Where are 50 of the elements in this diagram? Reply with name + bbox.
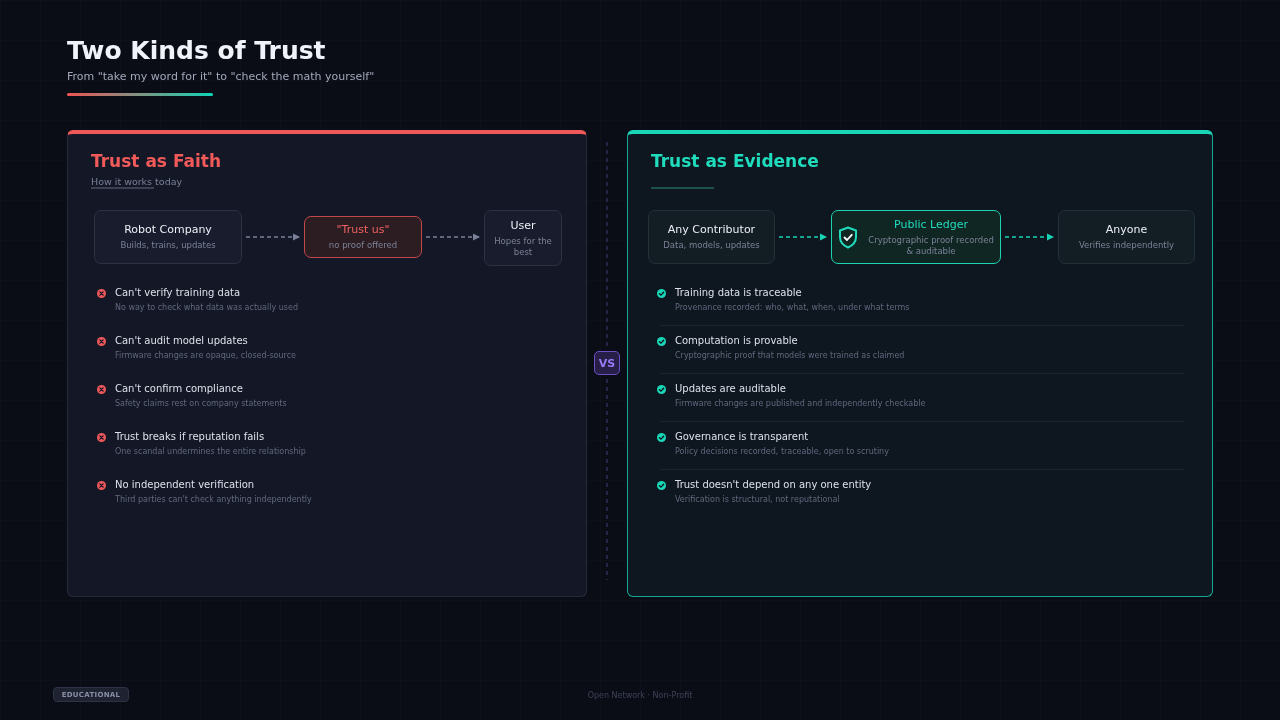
item-description: No way to check what data was actually used <box>115 303 298 312</box>
item-title: Can't confirm compliance <box>115 383 243 394</box>
dashed-arrow <box>1004 233 1055 241</box>
item-title: Computation is provable <box>675 335 798 346</box>
item-description: Firmware changes are opaque, closed-source <box>115 351 296 360</box>
item-title: No independent verification <box>115 479 255 490</box>
node-description: Verifies independently <box>1078 240 1175 251</box>
item-description: One scandal undermines the entire relationship <box>115 447 306 456</box>
dashed-arrow <box>778 233 828 241</box>
node-description: Hopes for the best <box>493 235 553 258</box>
item-description: Policy decisions recorded, traceable, open to scrutiny <box>675 447 889 456</box>
panel-title: Trust as Faith <box>91 151 222 171</box>
item-description: Firmware changes are published and independently checkable <box>675 399 926 408</box>
slide-subtitle: From "take my word for it" to "check the math yourself" <box>67 70 375 83</box>
comparison-panel <box>627 130 1213 597</box>
process-box <box>1058 210 1195 264</box>
item-description: Provenance recorded: who, what, when, under what terms <box>675 303 910 312</box>
item-title: Updates are auditable <box>675 383 786 394</box>
process-box <box>484 210 562 266</box>
node-title: Any Contributor <box>667 223 756 237</box>
node-description: Builds, trains, updates <box>120 240 216 251</box>
item-description: Third parties can't check anything independently <box>115 495 312 504</box>
item-title: Trust breaks if reputation fails <box>115 431 265 442</box>
process-box <box>94 210 242 264</box>
process-box <box>831 210 1001 264</box>
item-title: Trust doesn't depend on any one entity <box>675 479 872 490</box>
item-description: Verification is structural, not reputational <box>675 495 840 504</box>
item-title: Training data is traceable <box>675 287 802 298</box>
slide-title: Two Kinds of Trust <box>67 36 326 65</box>
process-box <box>648 210 775 264</box>
panel-subtitle: How it works today <box>91 176 183 187</box>
panel-title: Trust as Evidence <box>651 151 819 171</box>
node-title: Public Ledger <box>894 217 968 232</box>
node-title: Anyone <box>1105 223 1148 237</box>
item-title: Governance is transparent <box>675 431 809 442</box>
comparison-panel <box>67 130 587 597</box>
node-description: no proof offered <box>328 240 398 251</box>
node-title: User <box>510 218 536 233</box>
item-title: Can't verify training data <box>115 287 241 298</box>
node-title: Robot Company <box>124 223 212 237</box>
item-description: Safety claims rest on company statements <box>115 399 287 408</box>
item-title: Can't audit model updates <box>115 335 248 346</box>
dashed-arrow <box>425 233 481 241</box>
node-description: Cryptographic proof recorded & auditable <box>868 234 994 257</box>
node-description: Data, models, updates <box>663 240 760 251</box>
dashed-arrow <box>245 233 301 241</box>
item-description: Cryptographic proof that models were trained as claimed <box>675 351 905 360</box>
vs-badge: VS <box>594 351 620 375</box>
node-title: "Trust us" <box>336 223 390 237</box>
process-box <box>304 216 422 258</box>
